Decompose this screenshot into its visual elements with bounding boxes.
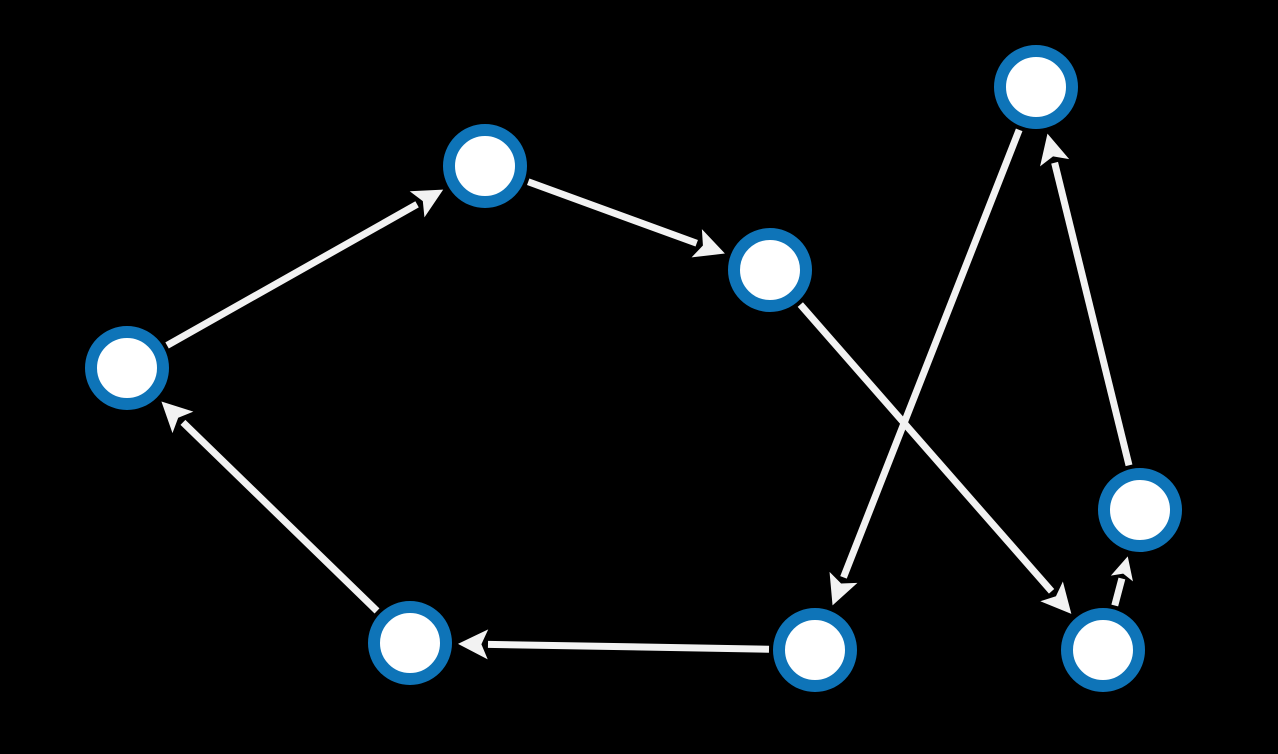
node-left[interactable] xyxy=(85,326,169,410)
node-circle-icon[interactable] xyxy=(994,45,1078,129)
edge-left-to-upper-left xyxy=(165,189,444,349)
node-circle-icon[interactable] xyxy=(1061,608,1145,692)
nodes-layer xyxy=(85,45,1182,692)
edge-bottom-right-to-right xyxy=(1110,556,1133,607)
edges-layer xyxy=(161,128,1133,660)
node-circle-icon[interactable] xyxy=(728,228,812,312)
node-circle-icon[interactable] xyxy=(773,608,857,692)
node-bottom-mid[interactable] xyxy=(773,608,857,692)
node-top-right[interactable] xyxy=(994,45,1078,129)
edge-right-to-top-right xyxy=(1040,133,1133,467)
edge-bottom-mid-to-bottom-left xyxy=(457,629,770,660)
node-circle-icon[interactable] xyxy=(443,124,527,208)
arrowhead-icon xyxy=(409,189,444,218)
arrowhead-icon xyxy=(161,401,194,434)
node-bottom-left[interactable] xyxy=(368,601,452,685)
arrowhead-icon xyxy=(1040,133,1070,167)
arrowhead-icon xyxy=(1040,581,1072,614)
node-right[interactable] xyxy=(1098,468,1182,552)
node-bottom-right[interactable] xyxy=(1061,608,1145,692)
arrowhead-icon xyxy=(829,571,858,606)
edge-bottom-left-to-left xyxy=(161,401,380,614)
node-upper-mid[interactable] xyxy=(728,228,812,312)
arrowhead-icon xyxy=(691,229,725,258)
arrowhead-icon xyxy=(457,629,489,660)
node-circle-icon[interactable] xyxy=(1098,468,1182,552)
node-circle-icon[interactable] xyxy=(85,326,169,410)
edge-upper-left-to-upper-mid xyxy=(527,178,725,258)
edge-top-right-to-bottom-mid xyxy=(829,128,1023,606)
node-circle-icon[interactable] xyxy=(368,601,452,685)
node-upper-left[interactable] xyxy=(443,124,527,208)
arrowhead-icon xyxy=(1110,556,1133,582)
edge-upper-mid-to-bottom-right xyxy=(797,302,1072,614)
